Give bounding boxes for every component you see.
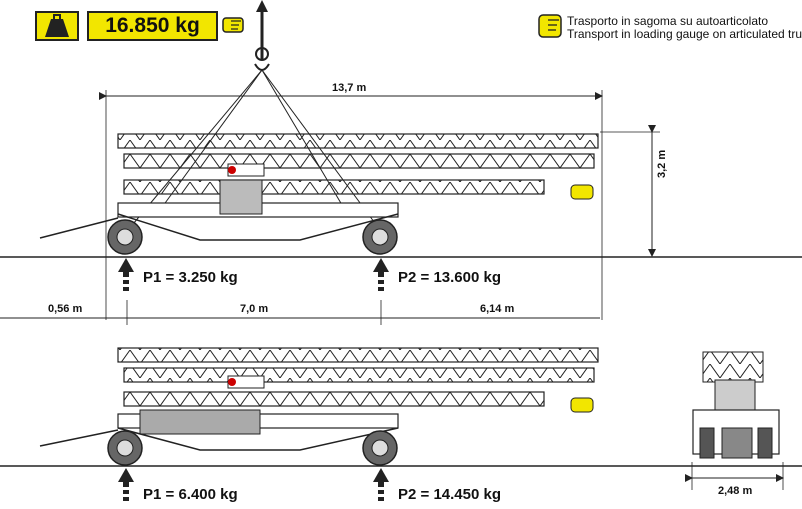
front-overhang-label: 0,56 m	[48, 303, 83, 315]
weight-icon	[35, 11, 79, 41]
transport-width-label: 2,48 m	[718, 485, 753, 497]
height-label: 3,2 m	[656, 149, 668, 178]
transport-note: Trasporto in sagoma su autoarticolato Tr…	[567, 15, 802, 41]
transport-p2-load: P2 = 14.450 kg	[398, 486, 501, 503]
pointing-hand-icon	[222, 14, 244, 36]
total-length-label: 13,7 m	[332, 82, 367, 94]
note-english: Transport in loading gauge on articulate…	[567, 27, 802, 41]
note-italian: Trasporto in sagoma su autoarticolato	[567, 15, 768, 28]
up-arrow-icon	[118, 258, 389, 291]
working-p1-load: P1 = 3.250 kg	[143, 269, 238, 286]
pointing-hand-icon	[537, 12, 563, 40]
rear-overhang-label: 6,14 m	[480, 303, 515, 315]
crane-rear-view	[692, 351, 780, 459]
total-weight-badge: 16.850 kg	[87, 11, 218, 41]
working-p2-load: P2 = 13.600 kg	[398, 269, 501, 286]
crane-transport-view	[39, 347, 599, 466]
lifting-hook-icon	[254, 0, 270, 71]
up-arrow-icon	[118, 468, 389, 501]
crane-working-view	[39, 133, 599, 255]
axle-distance-label: 7,0 m	[240, 303, 269, 315]
transport-p1-load: P1 = 6.400 kg	[143, 486, 238, 503]
